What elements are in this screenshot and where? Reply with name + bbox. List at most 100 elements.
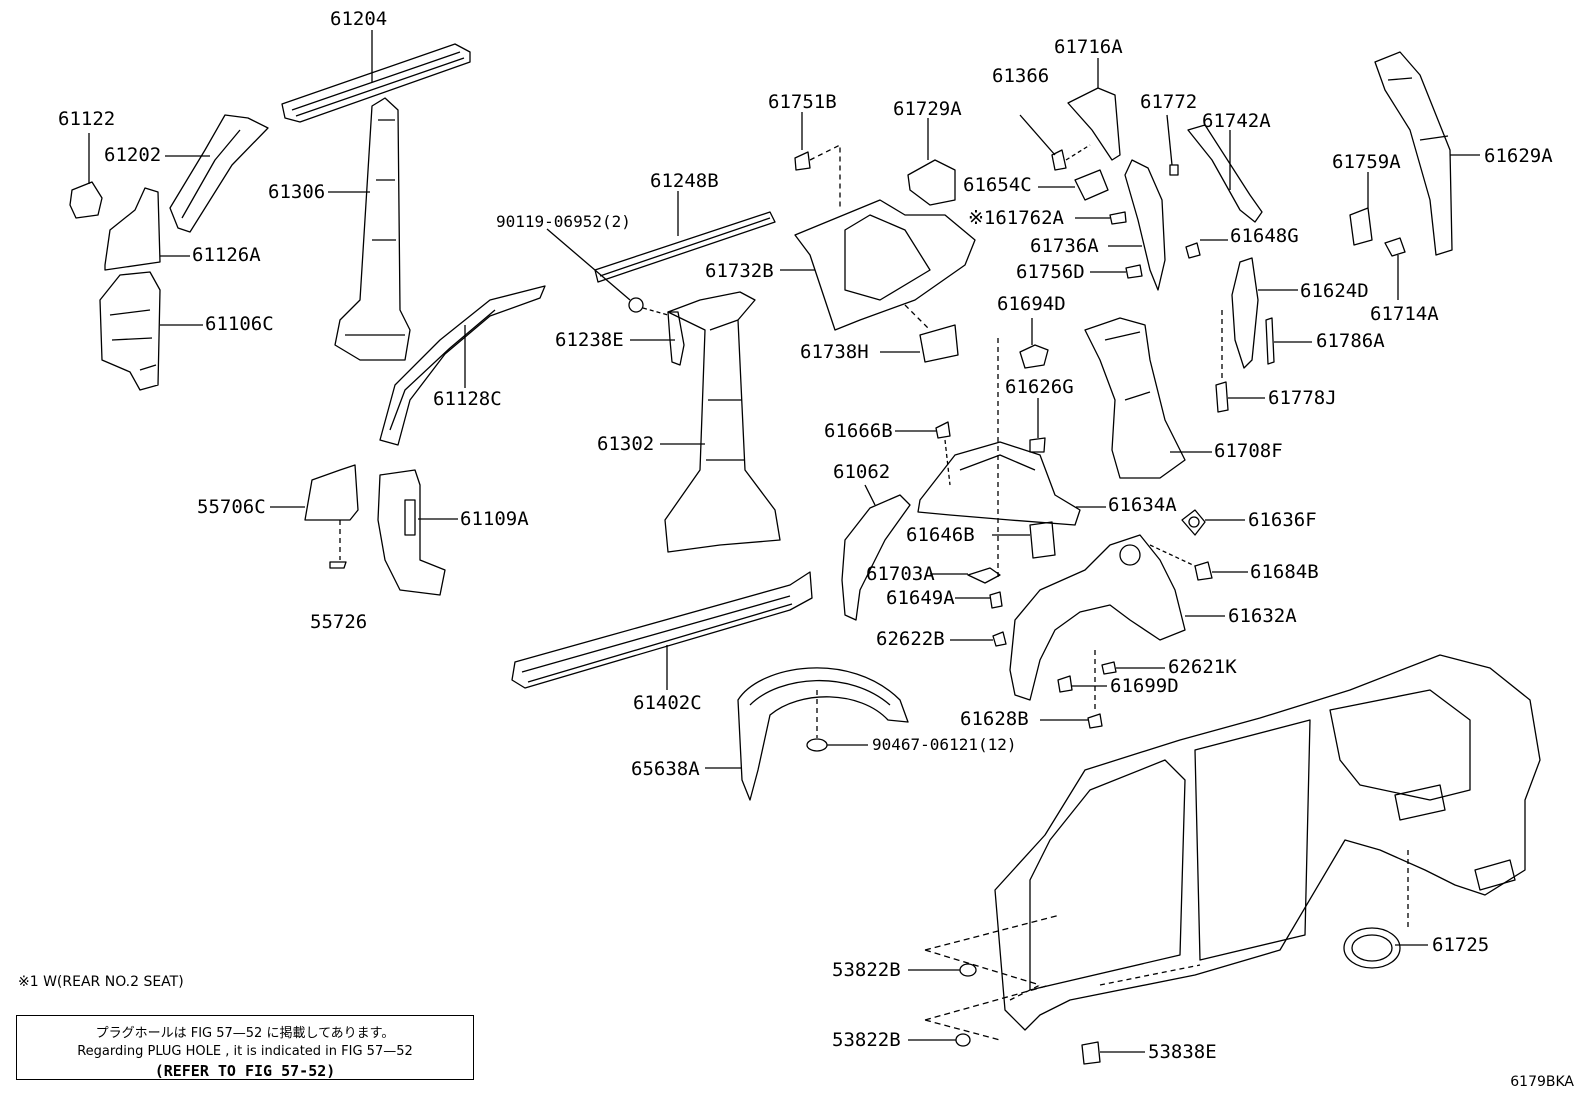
part-label[interactable]: 61654C — [963, 174, 1032, 196]
part-label[interactable]: 61725 — [1432, 934, 1490, 956]
quarter-pillar-61708f-part — [1084, 317, 1212, 479]
bracket-61714a-part — [1384, 237, 1406, 300]
part-label[interactable]: 61628B — [960, 708, 1029, 730]
part-label[interactable]: 62621K — [1168, 656, 1237, 678]
clip-53822b-lower — [908, 984, 1051, 1047]
part-label[interactable]: 61634A — [1108, 494, 1177, 516]
wheelhouse-61062-part — [841, 484, 911, 621]
part-label[interactable]: 61649A — [886, 587, 955, 609]
part-label[interactable]: 61366 — [992, 65, 1050, 87]
bracket-61654c-part — [1038, 169, 1109, 201]
part-label[interactable]: 61756D — [1016, 261, 1085, 283]
part-label[interactable]: 61648G — [1230, 225, 1299, 247]
side-panel-assembly — [994, 654, 1541, 1031]
part-label[interactable]: 61626G — [1005, 376, 1074, 398]
bracket-61786a-part — [1265, 317, 1312, 365]
front-pillar-upper-part — [165, 114, 269, 233]
clip-61648g-part — [1185, 239, 1228, 259]
reference-note-box: プラグホールは FIG 57—52 に掲載してあります。 Regarding P… — [16, 1015, 474, 1080]
part-label[interactable]: 61716A — [1054, 36, 1123, 58]
clip-53822b-upper — [908, 914, 1061, 986]
part-label[interactable]: 61629A — [1484, 145, 1553, 167]
figure-id: 6179BKA — [1510, 1074, 1574, 1090]
part-label[interactable]: 61738H — [800, 341, 869, 363]
part-label[interactable]: 61684B — [1250, 561, 1319, 583]
note-refer[interactable]: (REFER TO FIG 57-52) — [154, 1062, 336, 1080]
part-label[interactable]: 61714A — [1370, 303, 1439, 325]
part-label[interactable]: 61632A — [1228, 605, 1297, 627]
bracket-61703a-part — [930, 567, 1001, 584]
part-label[interactable]: 61736A — [1030, 235, 1099, 257]
part-label[interactable]: 61778J — [1268, 387, 1337, 409]
rocker-inner-part — [594, 191, 776, 283]
part-label[interactable]: 61126A — [192, 244, 261, 266]
bracket-61716a-part — [1067, 58, 1121, 161]
bracket-61772-part — [1166, 114, 1179, 176]
part-label[interactable]: 61786A — [1316, 330, 1385, 352]
part-label[interactable]: 53838E — [1148, 1041, 1217, 1063]
part-label[interactable]: 53822B — [832, 959, 901, 981]
bracket-61684b-part — [1149, 544, 1248, 581]
bolt-90119-part — [546, 228, 669, 316]
part-label[interactable]: 62622B — [876, 628, 945, 650]
part-label[interactable]: 61202 — [104, 144, 162, 166]
part-label[interactable]: 61204 — [330, 8, 388, 30]
part-label[interactable]: 65638A — [631, 758, 700, 780]
bracket-61778j-part — [1215, 381, 1265, 413]
part-label[interactable]: 55726 — [310, 611, 368, 633]
bracket-61666b-part — [895, 421, 951, 486]
part-label[interactable]: 61306 — [268, 181, 326, 203]
part-label[interactable]: 61636F — [1248, 509, 1317, 531]
fuel-base-61636f-part — [1181, 509, 1245, 536]
part-label[interactable]: 61106C — [205, 313, 274, 335]
bracket-61759a-part — [1349, 172, 1373, 246]
part-label[interactable]: 61708F — [1214, 440, 1283, 462]
part-label[interactable]: 61238E — [555, 329, 624, 351]
part-label[interactable]: 61248B — [650, 170, 719, 192]
wheel-liner-part — [705, 667, 909, 801]
front-pillar-outer-part — [379, 285, 546, 446]
bracket-61762a-part — [1075, 211, 1127, 225]
part-label[interactable]: 55706C — [197, 496, 266, 518]
part-label[interactable]: 61732B — [705, 260, 774, 282]
footnote: ※1 W(REAR NO.2 SEAT) — [18, 974, 184, 990]
pillar-61624d-part — [1221, 257, 1298, 380]
part-label[interactable]: 90467-06121(12) — [872, 735, 1017, 754]
pillar-61629a-part — [1374, 51, 1480, 256]
part-label[interactable]: 61666B — [824, 420, 893, 442]
part-label[interactable]: 61402C — [633, 692, 702, 714]
part-label[interactable]: 61109A — [460, 508, 529, 530]
part-label[interactable]: 61302 — [597, 433, 655, 455]
part-label[interactable]: 61646B — [906, 524, 975, 546]
front-pillar-lower-part — [99, 271, 203, 391]
rocker-outer-part — [511, 571, 813, 690]
part-label[interactable]: 61772 — [1140, 91, 1198, 113]
part-label[interactable]: 61128C — [433, 388, 502, 410]
part-label[interactable]: 61624D — [1300, 280, 1369, 302]
part-label[interactable]: 61122 — [58, 108, 116, 130]
part-label[interactable]: 61703A — [866, 563, 935, 585]
bracket-61649a-part — [955, 591, 1003, 609]
part-label[interactable]: 61729A — [893, 98, 962, 120]
clips-lower-part — [1040, 650, 1165, 729]
part-label[interactable]: 90119-06952(2) — [496, 212, 631, 231]
part-label[interactable]: ※161762A — [968, 207, 1064, 229]
part-label[interactable]: 53822B — [832, 1029, 901, 1051]
part-label[interactable]: 61759A — [1332, 151, 1401, 173]
part-label[interactable]: 61694D — [997, 293, 1066, 315]
bracket-61756d-part — [1090, 264, 1143, 279]
note-japanese: プラグホールは FIG 57—52 に掲載してあります。 — [95, 1026, 395, 1041]
bracket-61238e-part — [630, 311, 685, 366]
clip-53838e-part — [1081, 1041, 1145, 1065]
wheelhouse-outer-part — [1009, 534, 1225, 701]
cowl-side-part — [104, 187, 190, 271]
part-label[interactable]: 61699D — [1110, 675, 1179, 697]
part-label[interactable]: 61742A — [1202, 110, 1271, 132]
part-label[interactable]: 61751B — [768, 91, 837, 113]
center-pillar-inner-part — [328, 97, 411, 361]
part-label[interactable]: 61062 — [833, 461, 891, 483]
clip-90467-part — [806, 690, 868, 752]
roof-rail-part — [281, 30, 471, 123]
